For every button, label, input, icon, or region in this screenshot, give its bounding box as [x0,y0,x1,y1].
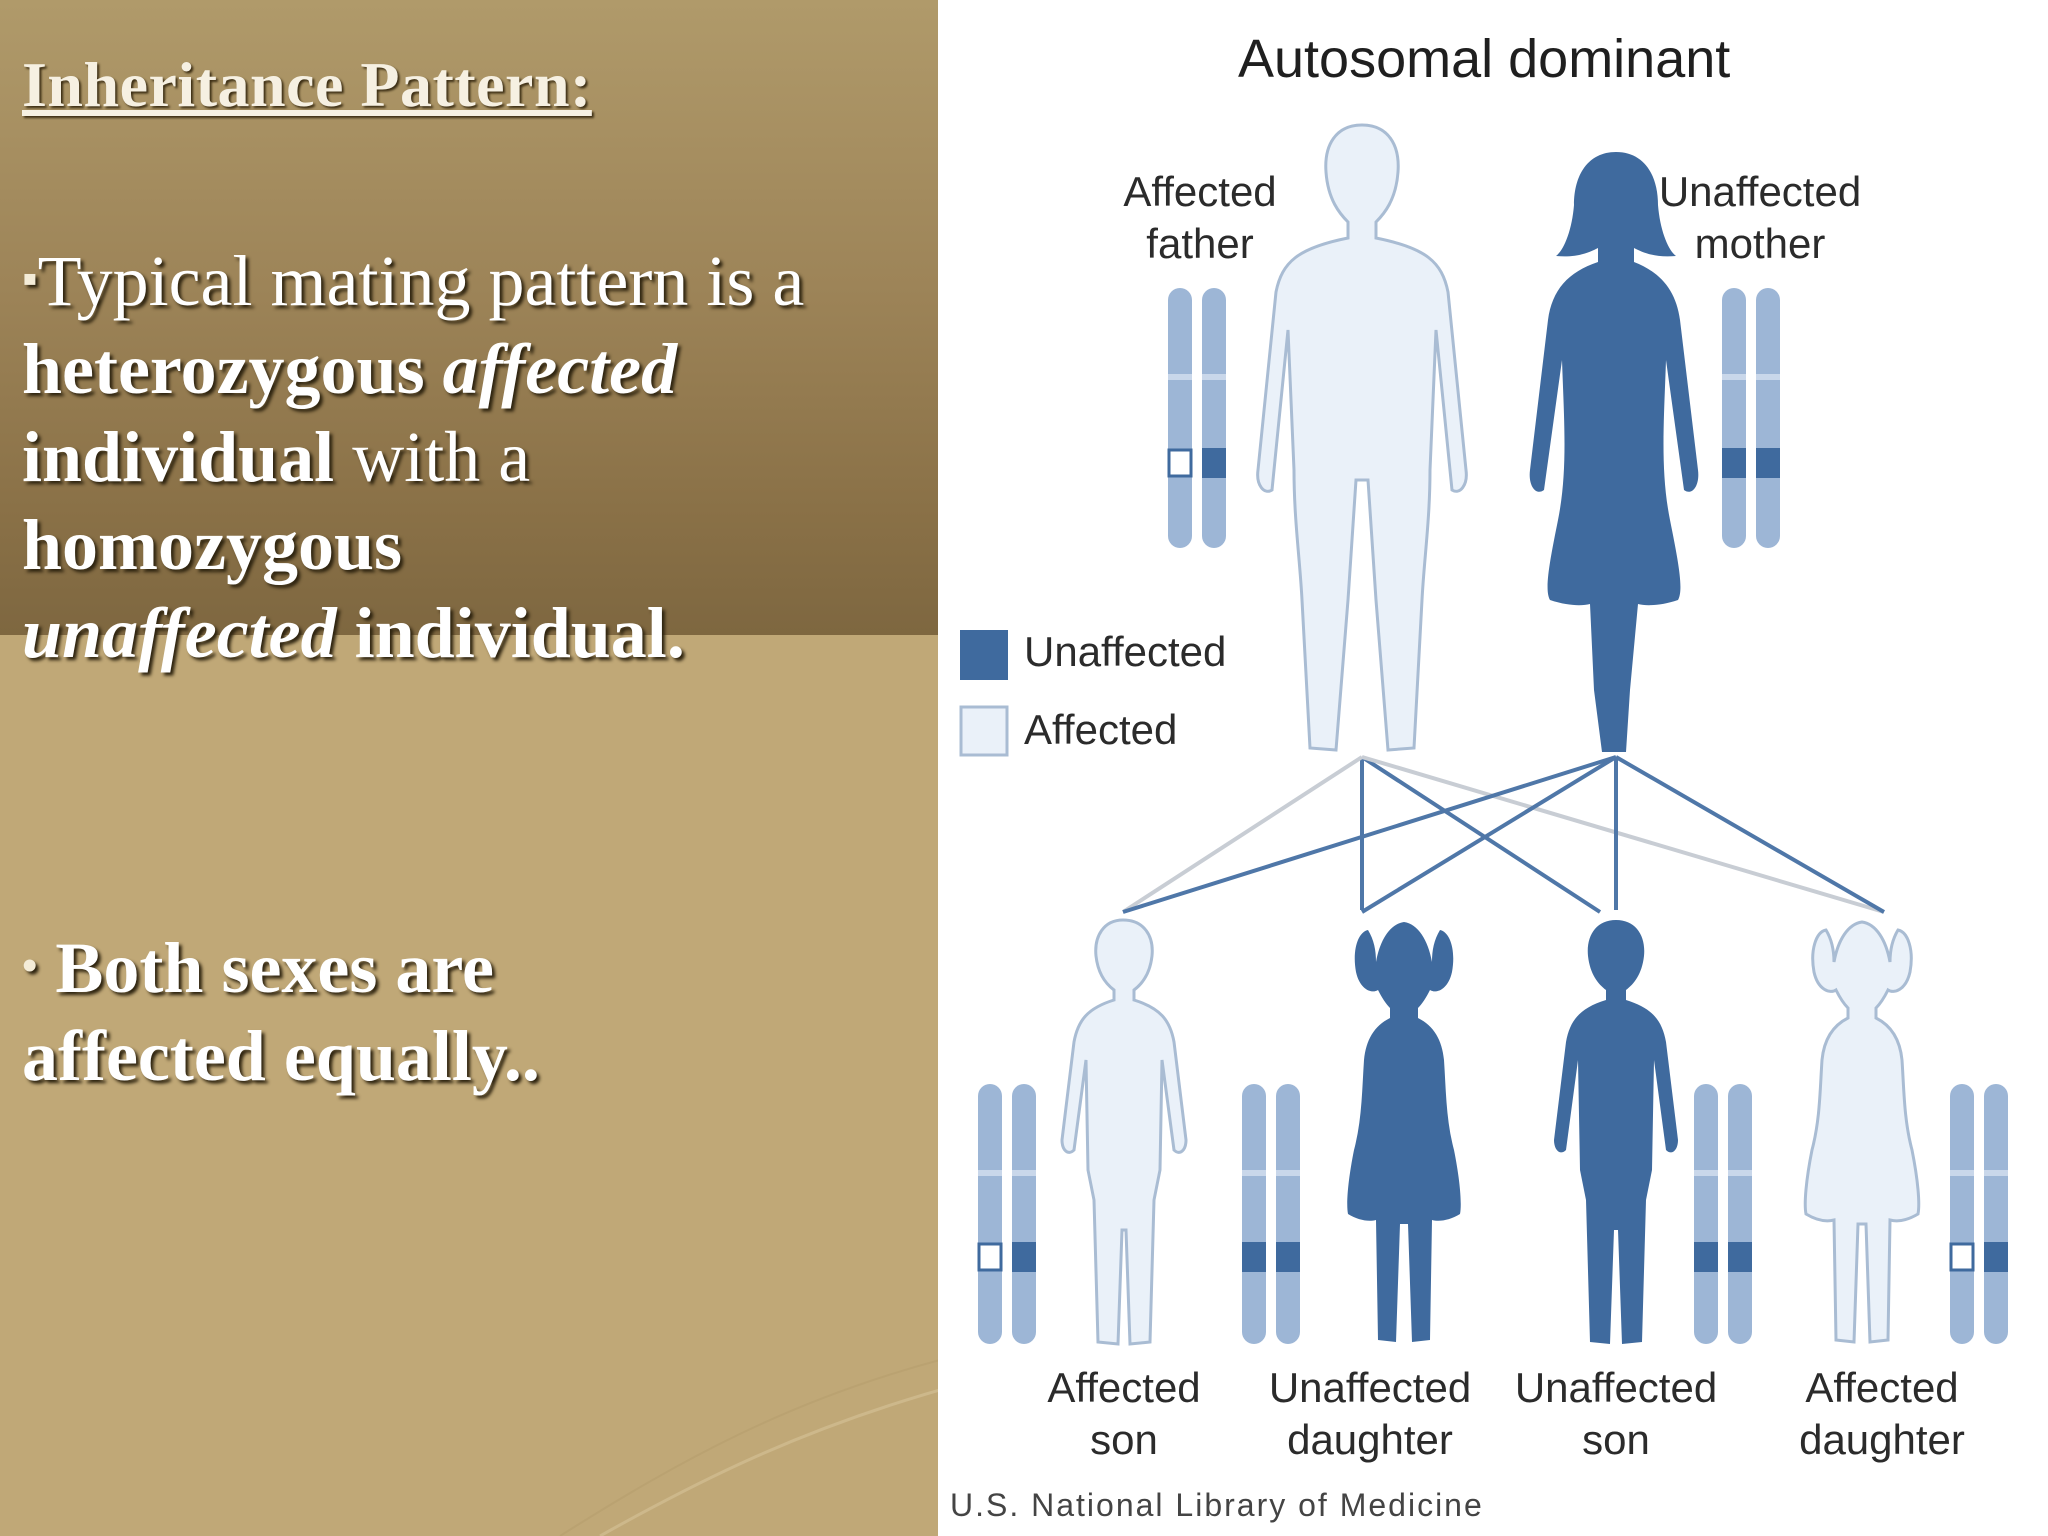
pedigree-diagram: Autosomal dominant Affected father Unaff… [938,0,2048,1536]
label-affected-daughter: Affected daughter [1772,1362,1992,1466]
slide-lower-background [0,635,940,1536]
label-line: mother [1694,220,1826,267]
pedigree-graphic [959,123,2008,1346]
daughter-1-chromosomes [1242,1084,1300,1344]
term-heterozygous: heterozygous [22,329,425,409]
label-line: son [1582,1416,1650,1463]
decorative-curve [559,1359,940,1536]
term-unaffected: unaffected [22,593,337,673]
label-unaffected-daughter: Unaffected daughter [1260,1362,1480,1466]
bullet-mating-pattern: ▪Typical mating pattern is a heterozygou… [22,235,902,677]
label-affected-son: Affected son [1014,1362,1234,1466]
label-affected-father: Affected father [1100,166,1300,270]
diagram-title: Autosomal dominant [1238,29,1731,89]
label-unaffected-mother: Unaffected mother [1640,166,1880,270]
legend-affected-label: Affected [1024,706,1178,753]
affected-father-figure [1256,123,1468,752]
label-unaffected-son: Unaffected son [1506,1362,1726,1466]
label-line: Affected [1123,168,1277,215]
legend-unaffected-label: Unaffected [1024,628,1227,675]
text-segment: with a [334,417,531,497]
text-segment: Both sexes are affected equally.. [22,928,540,1096]
term-individual-end: individual. [354,593,685,673]
slide-top-band [0,0,940,635]
label-line: son [1090,1416,1158,1463]
label-line: Affected [1047,1364,1201,1411]
unaffected-son-figure [1554,920,1678,1344]
bullet-both-sexes: • Both sexes are affected equally.. [22,922,582,1100]
legend-swatches [959,630,1009,757]
unaffected-mother-figure [1529,152,1699,752]
source-credit: U.S. National Library of Medicine [950,1487,1484,1523]
son-1-chromosomes [977,1084,1036,1344]
label-line: Unaffected [1268,1364,1472,1411]
label-line: father [1146,220,1254,267]
label-line: daughter [1287,1416,1453,1463]
daughter-2-chromosomes [1949,1084,2008,1344]
label-line: Unaffected [1658,168,1862,215]
unaffected-daughter-figure [1347,922,1461,1342]
text-segment: Typical mating pattern is a [37,241,805,321]
affected-son-figure [1060,918,1188,1346]
inheritance-lines [1121,755,1886,914]
son-2-chromosomes [1694,1084,1752,1344]
father-chromosomes [1167,288,1226,548]
bullet-marker: • [22,941,38,990]
label-line: daughter [1799,1416,1965,1463]
term-affected: affected [442,329,678,409]
term-homozygous: homozygous [22,505,403,585]
affected-daughter-figure [1803,920,1921,1344]
term-individual: individual [22,417,335,497]
label-line: Affected [1805,1364,1959,1411]
bullet-marker: ▪ [22,254,38,303]
label-line: Unaffected [1514,1364,1718,1411]
slide-heading: Inheritance Pattern: [22,49,592,120]
mother-chromosomes [1722,288,1780,548]
